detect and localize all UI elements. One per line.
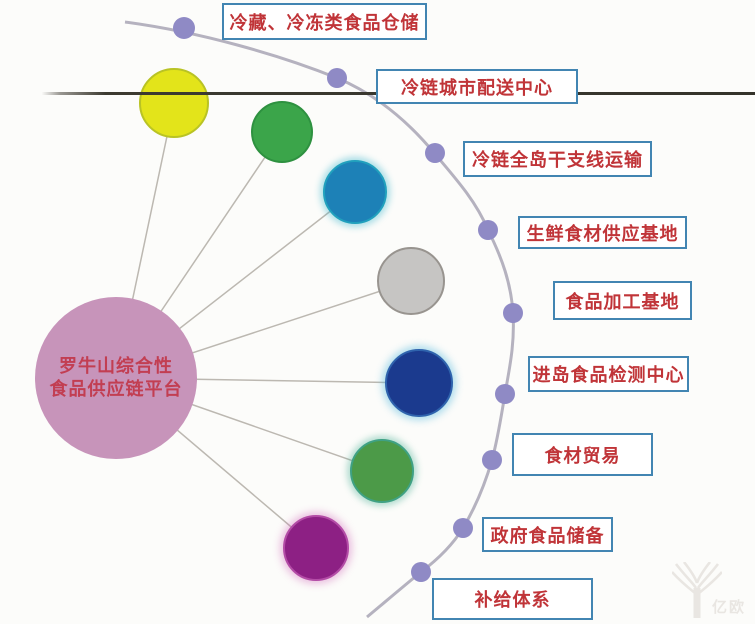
label-text: 食品加工基地 <box>565 291 680 313</box>
node-circle-gray <box>377 247 445 315</box>
arc-dot <box>327 68 347 88</box>
label-fresh-supply-base: 生鲜食材供应基地 <box>518 216 687 249</box>
label-text: 补给体系 <box>474 590 551 611</box>
arc-dot <box>503 303 523 323</box>
label-text: 冷链全岛干支线运输 <box>472 150 643 171</box>
arc-dot <box>482 450 502 470</box>
arc-dot <box>173 17 195 39</box>
label-island-trunk-transport: 冷链全岛干支线运输 <box>463 141 652 177</box>
label-text: 政府食品储备 <box>490 525 605 547</box>
label-government-food-reserve: 政府食品储备 <box>482 517 613 552</box>
node-circle-yellow <box>139 68 209 138</box>
node-circle-navy <box>385 349 453 417</box>
arc-dot <box>453 518 473 538</box>
label-food-processing-base: 食品加工基地 <box>553 281 692 320</box>
node-circle-blue <box>323 160 387 224</box>
label-text: 冷链城市配送中心 <box>401 77 553 99</box>
label-text: 生鲜食材供应基地 <box>526 223 679 245</box>
arc-dots <box>173 17 523 582</box>
label-food-inspection-center: 进岛食品检测中心 <box>528 356 689 392</box>
label-text: 冷藏、冷冻类食品仓储 <box>229 12 420 34</box>
arc-dot <box>425 143 445 163</box>
node-circle-magenta <box>283 515 349 581</box>
label-food-trade: 食材贸易 <box>512 433 653 476</box>
label-text: 食材贸易 <box>544 445 621 467</box>
arc-dot <box>478 220 498 240</box>
hub-title-line2: 食品供应链平台 <box>49 379 183 400</box>
hub-title-line1: 罗牛山综合性 <box>59 356 173 377</box>
node-circle-green <box>251 101 313 163</box>
label-city-distribution-center: 冷链城市配送中心 <box>376 69 578 104</box>
label-supply-system: 补给体系 <box>432 578 593 620</box>
label-text: 进岛食品检测中心 <box>532 365 685 386</box>
label-cold-frozen-warehouse: 冷藏、冷冻类食品仓储 <box>222 3 427 40</box>
watermark-y-stem <box>693 588 701 618</box>
arc-dot <box>411 562 431 582</box>
hub-circle: 罗牛山综合性 食品供应链平台 <box>35 297 197 459</box>
node-circle-teal-green <box>350 439 414 503</box>
yiou-watermark-icon <box>672 562 722 618</box>
watermark-text: 亿欧 <box>712 598 747 616</box>
arc-dot <box>495 384 515 404</box>
